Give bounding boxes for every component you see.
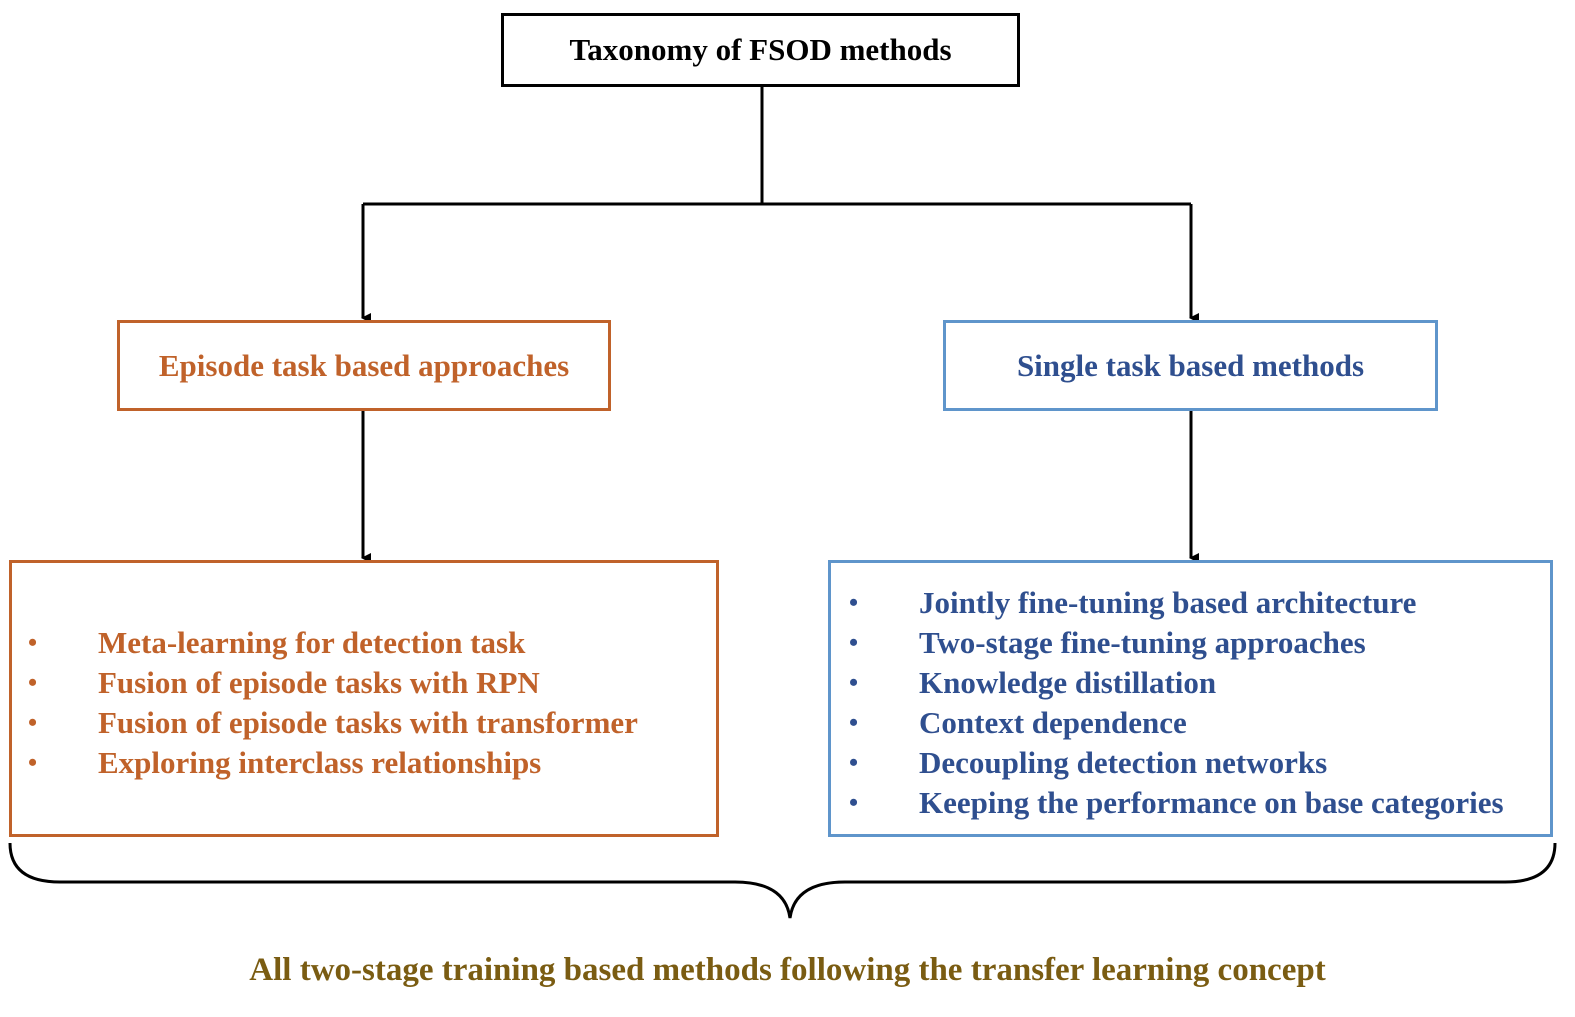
list-item-label: Fusion of episode tasks with RPN bbox=[98, 665, 540, 700]
list-item-label: Fusion of episode tasks with transformer bbox=[98, 705, 638, 740]
episode-methods-list-box: • Meta-learning for detection task • Fusio… bbox=[9, 560, 719, 837]
list-item-label: Decoupling detection networks bbox=[919, 745, 1328, 780]
grouping-brace bbox=[8, 842, 1557, 919]
bullet-icon: • bbox=[849, 628, 859, 657]
category-episode-task: Episode task based approaches bbox=[117, 320, 611, 411]
list-item-label: Meta-learning for detection task bbox=[98, 625, 526, 660]
footer-caption: All two-stage training based methods fol… bbox=[249, 952, 1326, 988]
bullet-icon: • bbox=[28, 668, 38, 697]
bullet-icon: • bbox=[28, 628, 38, 657]
bullet-icon: • bbox=[28, 748, 38, 777]
bullet-icon: • bbox=[849, 748, 859, 777]
category-single-task-label: Single task based methods bbox=[1016, 347, 1365, 383]
bullet-icon: • bbox=[849, 588, 859, 617]
root-node-label: Taxonomy of FSOD methods bbox=[569, 32, 952, 67]
bullet-icon: • bbox=[849, 668, 859, 697]
category-single-task: Single task based methods bbox=[943, 320, 1438, 411]
category-episode-task-label: Episode task based approaches bbox=[158, 347, 570, 383]
list-item-label: Two-stage fine-tuning approaches bbox=[919, 625, 1366, 660]
list-item-label: Context dependence bbox=[919, 705, 1187, 740]
single-methods-list-box: •Jointly fine-tuning based architecture … bbox=[828, 560, 1553, 837]
bullet-icon: • bbox=[849, 708, 859, 737]
bullet-icon: • bbox=[28, 708, 38, 737]
root-node: Taxonomy of FSOD methods bbox=[501, 13, 1020, 87]
list-item-label: Jointly fine-tuning based architecture bbox=[919, 585, 1417, 620]
list-item-label: Exploring interclass relationships bbox=[98, 745, 542, 780]
list-item-label: Keeping the performance on base categori… bbox=[919, 785, 1504, 820]
bullet-icon: • bbox=[849, 788, 859, 817]
list-item-label: Knowledge distillation bbox=[919, 665, 1217, 700]
